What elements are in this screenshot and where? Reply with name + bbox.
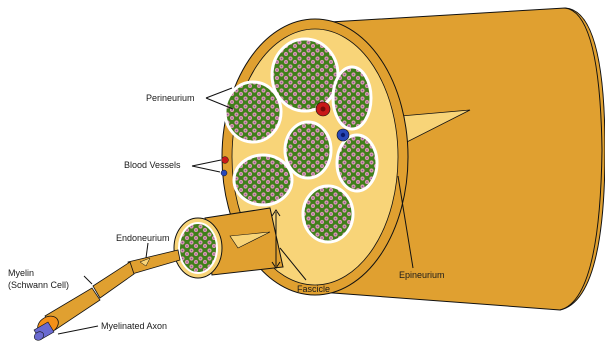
fascicle bbox=[234, 155, 292, 205]
fascicle bbox=[337, 135, 377, 191]
schwann-cell-label: (Schwann Cell) bbox=[8, 280, 69, 290]
myelin-label: Myelin bbox=[8, 268, 34, 278]
fascicle bbox=[225, 82, 281, 142]
myelinated-axon-label: Myelinated Axon bbox=[101, 321, 167, 331]
fascicle bbox=[303, 186, 353, 242]
endoneurium-label: Endoneurium bbox=[116, 233, 170, 243]
fascicle bbox=[333, 67, 371, 129]
blood-vessels-label: Blood Vessels bbox=[124, 160, 181, 170]
perineurium-label: Perineurium bbox=[146, 93, 195, 103]
fascicle bbox=[272, 39, 338, 111]
fascicle bbox=[285, 122, 331, 178]
fascicle-protrusion bbox=[174, 208, 283, 278]
epineurium-label: Epineurium bbox=[399, 270, 445, 280]
fascicle-label: Fascicle bbox=[297, 284, 330, 294]
